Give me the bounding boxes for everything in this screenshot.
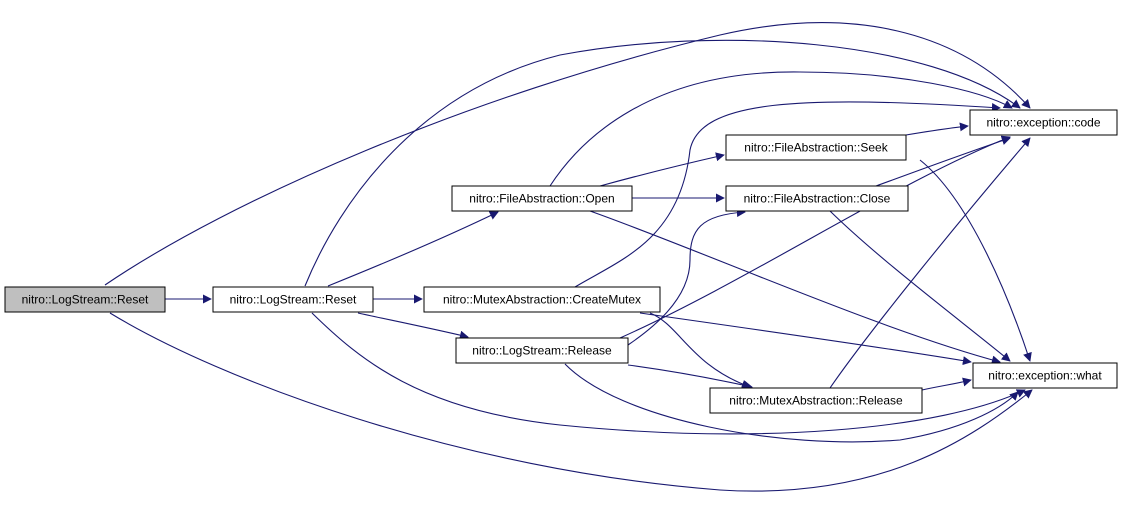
node-root[interactable]: nitro::LogStream::Reset bbox=[4, 286, 166, 313]
edge-n6-to-n9 bbox=[829, 210, 1011, 362]
edge-n6-to-n8 bbox=[875, 136, 1011, 187]
edge-n7-to-n8 bbox=[829, 137, 1031, 389]
edge-n5-to-n9 bbox=[919, 159, 1032, 362]
edge-n2-to-n9 bbox=[589, 210, 1001, 365]
edge-n1-to-n8 bbox=[304, 39, 1021, 287]
node-label: nitro::FileAbstraction::Close bbox=[744, 192, 891, 206]
edge-n3-to-n9 bbox=[639, 312, 972, 366]
node-n1[interactable]: nitro::LogStream::Reset bbox=[212, 286, 374, 313]
edge-n1-to-n9 bbox=[311, 312, 1026, 435]
edge-n1-to-n2 bbox=[327, 211, 499, 287]
edge-n4-to-n9 bbox=[564, 363, 1019, 443]
edge-n3-to-n8 bbox=[574, 101, 1001, 288]
node-box bbox=[451, 185, 633, 212]
node-box bbox=[725, 134, 907, 161]
node-label: nitro::LogStream::Release bbox=[472, 344, 612, 358]
edge-n2-to-n8 bbox=[549, 71, 1013, 187]
node-label: nitro::LogStream::Reset bbox=[230, 293, 357, 307]
node-label: nitro::exception::code bbox=[986, 116, 1100, 130]
edge-n0-to-n9 bbox=[109, 312, 1033, 492]
node-n6[interactable]: nitro::FileAbstraction::Close bbox=[725, 185, 909, 212]
node-n8[interactable]: nitro::exception::code bbox=[969, 109, 1118, 136]
edge-n4-to-n6 bbox=[627, 208, 746, 346]
edge-n7-to-n9 bbox=[921, 377, 972, 391]
node-box bbox=[969, 109, 1118, 136]
edge-n0-to-n8 bbox=[104, 22, 1031, 286]
edge-n4-to-n8 bbox=[619, 135, 1011, 339]
node-n2[interactable]: nitro::FileAbstraction::Open bbox=[451, 185, 633, 212]
node-box bbox=[709, 387, 923, 414]
node-label: nitro::MutexAbstraction::Release bbox=[729, 394, 903, 408]
node-label: nitro::FileAbstraction::Seek bbox=[744, 141, 888, 155]
node-label: nitro::FileAbstraction::Open bbox=[469, 192, 614, 206]
node-box bbox=[423, 286, 661, 313]
node-n7[interactable]: nitro::MutexAbstraction::Release bbox=[709, 387, 923, 414]
edge-n2-to-n5 bbox=[599, 152, 725, 187]
node-n5[interactable]: nitro::FileAbstraction::Seek bbox=[725, 134, 907, 161]
node-box bbox=[725, 185, 909, 212]
node-box bbox=[972, 362, 1118, 389]
edge-n1-to-n4 bbox=[357, 312, 469, 340]
node-n3[interactable]: nitro::MutexAbstraction::CreateMutex bbox=[423, 286, 661, 313]
node-label: nitro::LogStream::Reset bbox=[22, 293, 149, 307]
node-box bbox=[4, 286, 166, 313]
edges bbox=[104, 22, 1033, 492]
edge-n5-to-n8 bbox=[905, 122, 969, 136]
node-n4[interactable]: nitro::LogStream::Release bbox=[455, 337, 629, 364]
edge-n4-to-n7 bbox=[627, 364, 753, 390]
edge-n3-to-n7 bbox=[649, 312, 751, 389]
node-label: nitro::MutexAbstraction::CreateMutex bbox=[443, 293, 641, 307]
node-label: nitro::exception::what bbox=[988, 369, 1102, 383]
node-box bbox=[455, 337, 629, 364]
node-box bbox=[212, 286, 374, 313]
node-n9[interactable]: nitro::exception::what bbox=[972, 362, 1118, 389]
